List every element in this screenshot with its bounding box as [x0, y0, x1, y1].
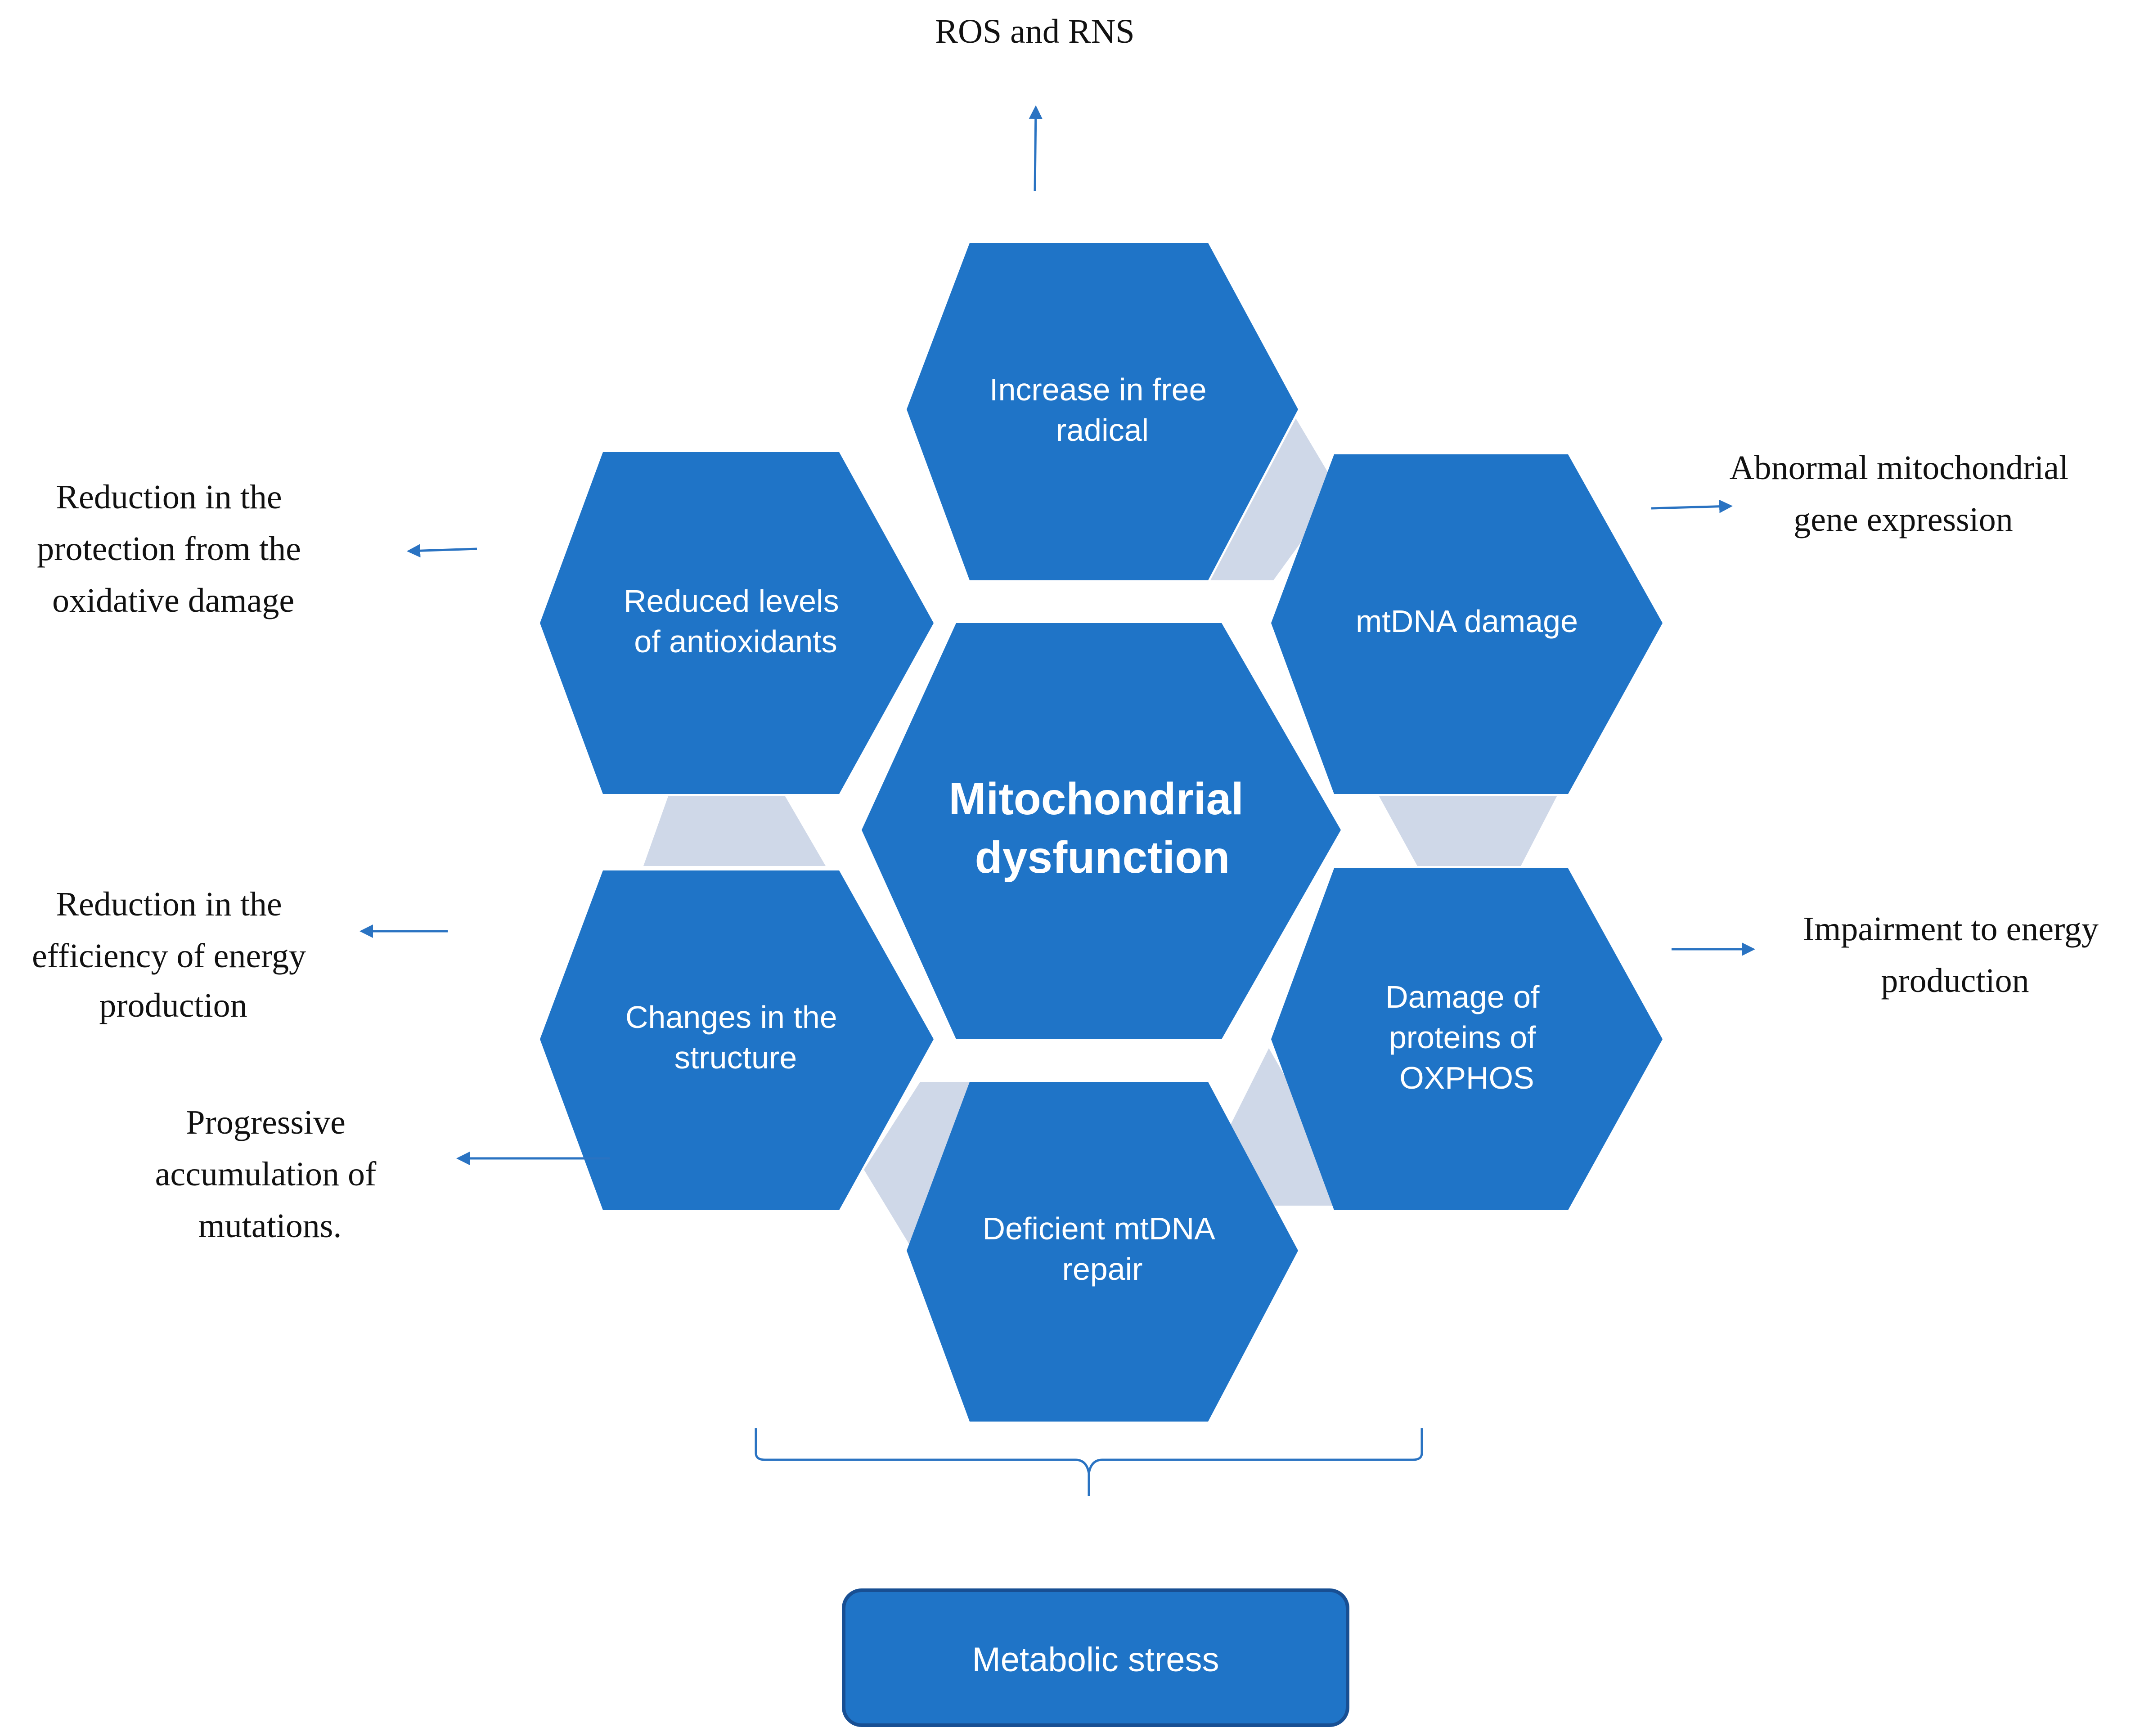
hexagon-structure-label-line-2: structure — [674, 1040, 797, 1075]
metabolic-stress-box: Metabolic stress — [842, 1588, 1349, 1727]
connector-structure-antioxidants — [643, 796, 826, 866]
grouping-brace — [755, 1428, 1423, 1496]
hexagon-mtdna-repair — [907, 1082, 1298, 1422]
hexagon-antioxidants — [540, 452, 934, 794]
outcome-energy-efficiency-line-2: efficiency of energy — [32, 937, 306, 975]
hexagon-free-radical-label-line-2: radical — [1056, 413, 1149, 448]
center-label: Mitochondrial dysfunction — [948, 774, 1256, 883]
center-label-line-2: dysfunction — [975, 832, 1230, 883]
outcome-mutations: Progressive accumulation of mutations. — [155, 1104, 385, 1245]
connector-free-radical-mtdna — [1210, 418, 1339, 580]
arrow-gene-expression — [1651, 499, 1733, 513]
outcome-oxidative-protection-line-3: oxidative damage — [52, 582, 294, 619]
hexagon-center — [862, 623, 1341, 1039]
hexagon-structure-label-line-1: Changes in the — [625, 1000, 837, 1035]
hexagon-oxphos-label: Damage of proteins of OXPHOS — [1385, 979, 1548, 1095]
hexagon-antioxidants-label-line-1: Reduced levels — [624, 583, 839, 619]
outcome-ros-rns-line-1: ROS and RNS — [935, 13, 1134, 50]
hexagon-oxphos-label-line-1: Damage of — [1385, 979, 1540, 1014]
outcome-mutations-line-1: Progressive — [186, 1104, 346, 1141]
outcome-mutations-line-2: accumulation of — [155, 1155, 377, 1193]
metabolic-stress-label: Metabolic stress — [972, 1641, 1219, 1679]
outcome-oxidative-protection-line-2: protection from the — [37, 530, 301, 568]
outcome-energy-impairment: Impairment to energy production — [1803, 910, 2107, 1000]
outcome-gene-expression: Abnormal mitochondrial gene expression — [1730, 449, 2077, 538]
hexagon-free-radical — [907, 243, 1298, 580]
outcome-energy-efficiency-line-1: Reduction in the — [56, 885, 282, 923]
outcome-gene-expression-line-1: Abnormal mitochondrial — [1730, 449, 2069, 487]
outcome-energy-impairment-line-1: Impairment to energy — [1803, 910, 2099, 948]
hexagon-oxphos-label-line-3: OXPHOS — [1399, 1060, 1534, 1095]
connector-mtdna-oxphos — [1379, 796, 1557, 866]
outcome-gene-expression-line-2: gene expression — [1793, 501, 2013, 538]
hexagon-mtdna-damage-label: mtDNA damage — [1356, 604, 1578, 639]
hexagon-mtdna-damage-label-line-1: mtDNA damage — [1356, 604, 1578, 639]
arrow-oxidative-protection — [407, 544, 477, 558]
hexagon-antioxidants-label-line-2: of antioxidants — [634, 624, 837, 659]
hexagon-oxphos — [1271, 868, 1663, 1210]
outcome-ros-rns: ROS and RNS — [935, 13, 1134, 50]
metabolic-stress-rect — [842, 1588, 1349, 1727]
outcome-mutations-line-3: mutations. — [198, 1207, 342, 1245]
outcome-oxidative-protection-line-1: Reduction in the — [56, 478, 282, 516]
hexagon-antioxidants-label: Reduced levels of antioxidants — [624, 583, 848, 659]
arrow-ros-rns — [1029, 105, 1043, 192]
connectors — [643, 418, 1557, 1244]
hexagon-free-radical-label: Increase in free radical — [989, 372, 1215, 448]
outcome-energy-efficiency-line-3: production — [99, 987, 247, 1024]
hexagon-free-radical-label-line-1: Increase in free — [989, 372, 1206, 407]
hexagon-mtdna-repair-label: Deficient mtDNA repair — [983, 1211, 1223, 1287]
hexagon-mtdna-repair-label-line-2: repair — [1062, 1252, 1143, 1287]
outcome-energy-efficiency: Reduction in the efficiency of energy pr… — [32, 885, 315, 1024]
hexagon-structure-label: Changes in the structure — [625, 1000, 846, 1075]
hexagon-mtdna-repair-label-line-1: Deficient mtDNA — [983, 1211, 1216, 1246]
center-label-line-1: Mitochondrial — [948, 774, 1244, 824]
hexagon-mtdna-damage — [1271, 454, 1663, 794]
hexagon-ring — [540, 243, 1663, 1422]
hexagon-structure — [540, 870, 934, 1210]
arrows — [360, 105, 1755, 1165]
outcome-energy-impairment-line-2: production — [1881, 962, 2029, 1000]
outcome-oxidative-protection: Reduction in the protection from the oxi… — [37, 478, 310, 619]
hexagon-oxphos-label-line-2: proteins of — [1389, 1020, 1536, 1055]
